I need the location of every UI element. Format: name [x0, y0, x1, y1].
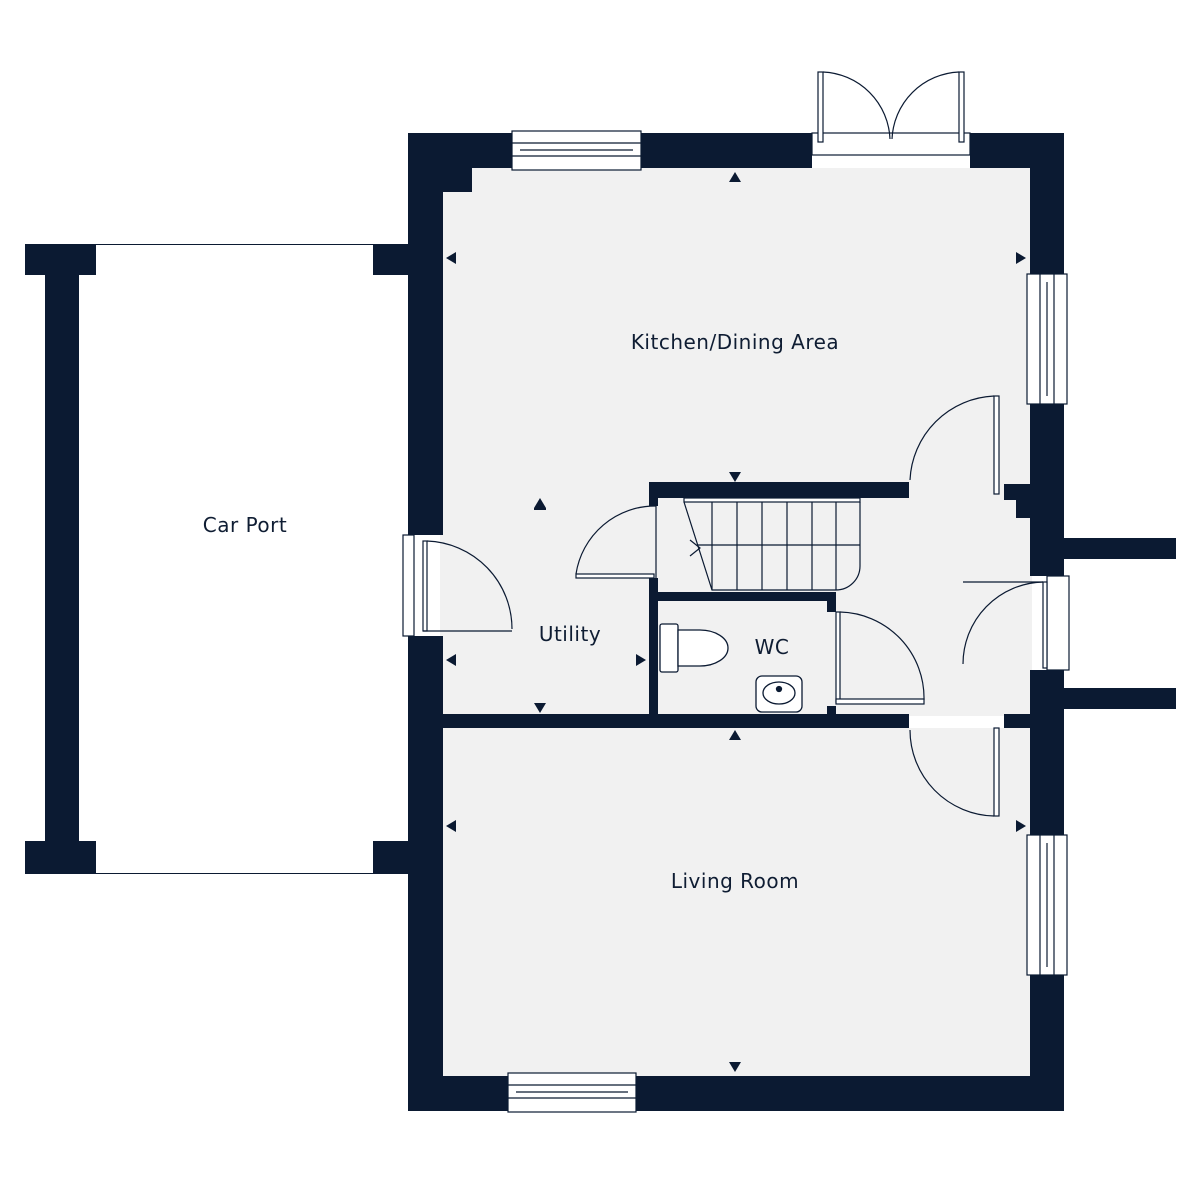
porch-stub-top [1064, 538, 1176, 559]
wall-bottom-b [636, 1076, 1064, 1111]
triangle-arrow-icon [729, 472, 741, 482]
triangle-arrow-icon [446, 252, 456, 264]
wall-left-lower [408, 636, 443, 1111]
car-port-stub-top-right [373, 244, 413, 275]
wall-right-low [1030, 670, 1064, 835]
car-port-stub-bottom-right [373, 841, 413, 874]
room-label-utility: Utility [539, 622, 601, 646]
walls [408, 133, 1176, 1111]
triangle-arrow-icon [729, 1062, 741, 1072]
triangle-arrow-icon [729, 172, 741, 182]
room-label-wc: WC [755, 635, 790, 659]
dimension-markers [446, 172, 1026, 1072]
triangle-arrow-icon [636, 654, 646, 666]
window-bottom [507, 1072, 637, 1113]
window-right-lower [1026, 834, 1068, 976]
wall-utility-right-upper [649, 482, 658, 506]
french-doors [811, 71, 971, 156]
wall-right-top [1030, 133, 1064, 274]
windows [507, 130, 1068, 1113]
window-right-upper [1026, 273, 1068, 405]
triangle-arrow-icon [1016, 252, 1026, 264]
living-room-door [909, 727, 1000, 817]
wall-stair-top [649, 482, 909, 498]
cupboard-door [575, 505, 657, 579]
wall-utility-right [649, 578, 658, 718]
kitchen-floor [440, 168, 1032, 716]
car-port-door [402, 534, 513, 637]
dimension-tick [534, 508, 546, 510]
wall-top-notch [440, 168, 472, 192]
front-door [962, 575, 1070, 671]
triangle-arrow-icon [446, 820, 456, 832]
window-top-left [511, 130, 642, 171]
wall-hall-jog-top [1004, 484, 1030, 500]
doors [402, 71, 1070, 817]
triangle-arrow-icon [534, 703, 546, 713]
wall-right-mid [1030, 404, 1064, 576]
triangle-arrow-icon [446, 654, 456, 666]
basin-icon [755, 675, 803, 713]
wall-wc-top [649, 592, 836, 601]
car-port-outline [96, 244, 373, 874]
toilet-icon [659, 623, 729, 673]
wc-door [835, 611, 925, 705]
car-port [25, 244, 413, 874]
wall-bottom-a [408, 1076, 508, 1111]
porch-stub-bottom [1064, 688, 1176, 709]
triangle-arrow-icon [1016, 820, 1026, 832]
triangle-arrow-icon [729, 730, 741, 740]
wall-top-b [641, 133, 812, 168]
wall-wc-top-stub [827, 592, 836, 612]
triangle-arrow-icon [534, 498, 546, 508]
wall-hall-jog-top-b [1016, 500, 1030, 518]
floors [440, 168, 1032, 1076]
wall-wc-right-stub [827, 706, 836, 716]
room-labels: Kitchen/Dining Area Car Port Utility WC … [203, 330, 839, 893]
staircase-icon [683, 497, 861, 591]
car-port-post-left [45, 244, 79, 874]
room-label-car-port: Car Port [203, 513, 287, 537]
wall-mid [440, 714, 909, 728]
wall-hall-jog-bottom [1004, 714, 1030, 728]
wall-left-upper [408, 133, 443, 535]
living-room-floor [440, 728, 1032, 1076]
room-label-kitchen: Kitchen/Dining Area [631, 330, 839, 354]
car-port-beam-bottom-left [25, 841, 96, 874]
kitchen-door [909, 395, 1000, 495]
room-label-living: Living Room [671, 869, 799, 893]
